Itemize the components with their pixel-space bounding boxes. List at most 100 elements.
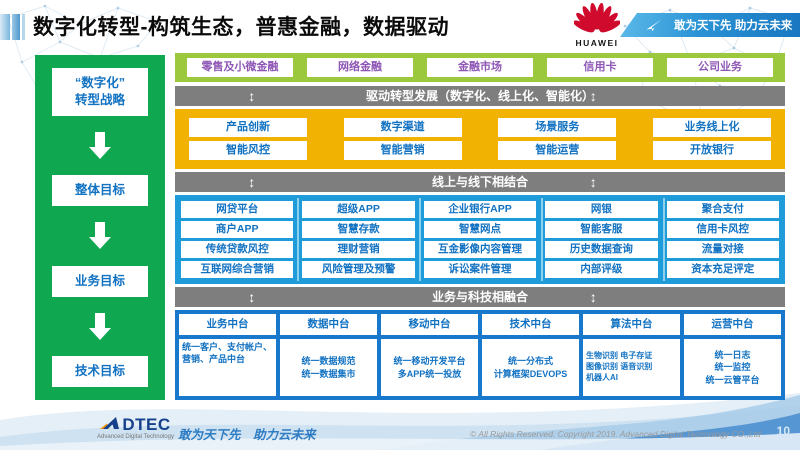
capability-item: 产品创新 (189, 117, 307, 137)
banner-slogan: 敢为天下先 助力云未来 (674, 20, 793, 32)
middle-platform-body: 统一数据规范 统一数据集市 (280, 339, 377, 396)
online-offline-label: 线上与线下相结合 (431, 175, 528, 189)
platform-item: 历史数据查询 (545, 241, 658, 258)
online-offline-bar: ↕ 线上与线下相结合 ↕ (175, 172, 785, 192)
platform-item: 互联网综合营销 (181, 261, 294, 278)
column-divider (297, 198, 299, 281)
column-divider (663, 198, 665, 281)
middle-platform-title: 算法中台 (583, 314, 680, 335)
capability-item: 智能运营 (498, 141, 617, 161)
middle-platform-column: 数据中台 统一数据规范 统一数据集市 (280, 314, 377, 396)
up-down-arrow-icon: ↕ (248, 289, 256, 305)
platform-row: 网贷平台 超级APP 企业银行APP 网银 聚合支付 (181, 201, 779, 218)
middle-platform-title: 运营中台 (684, 314, 781, 335)
capability-item: 智能营销 (343, 141, 462, 161)
platform-item: 网贷平台 (181, 201, 294, 218)
platform-item: 智能客服 (545, 221, 658, 238)
capability-row: 产品创新 数字渠道 场景服务 业务线上化 (189, 117, 771, 137)
business-tech-label: 业务与科技相融合 (431, 290, 528, 304)
platform-item: 超级APP (302, 201, 415, 218)
business-line-item: 公司业务 (667, 58, 773, 77)
platform-item: 聚合支付 (666, 201, 779, 218)
title-accent-bar (0, 14, 10, 40)
sidebar-item-technology-goal: 技术目标 (52, 356, 148, 387)
paper-plane-icon (646, 19, 662, 31)
adtec-logo-mark-icon (100, 417, 120, 429)
platform-item: 流量对接 (666, 241, 779, 258)
business-line-item: 金融市场 (427, 58, 533, 77)
capability-row: 智能风控 智能营销 智能运营 开放银行 (189, 141, 771, 161)
up-down-arrow-icon: ↕ (248, 88, 256, 104)
platform-item: 企业银行APP (423, 201, 537, 218)
capability-block: 产品创新 数字渠道 场景服务 业务线上化 智能风控 智能营销 智能运营 开放银行 (175, 109, 785, 169)
footer-slogan: 敢为天下先 助力云未来 (178, 428, 316, 442)
huawei-logo: HUAWEI (568, 2, 626, 48)
sidebar-item-strategy: “数字化” 转型战略 (52, 68, 148, 116)
middle-platform-column: 移动中台 统一移动开发平台 多APP统一投放 (381, 314, 478, 396)
capability-item: 智能风控 (189, 141, 307, 161)
middle-platform-column: 运营中台 统一日志 统一监控 统一云管平台 (684, 314, 781, 396)
slogan-banner: 敢为天下先 助力云未来 (620, 13, 800, 37)
middle-platform-column: 业务中台 统一客户、支付帐户、营销、产品中台 (179, 314, 276, 396)
platform-item: 传统贷款风控 (181, 241, 294, 258)
platform-item: 智慧存款 (302, 221, 415, 238)
platform-item: 互金影像内容管理 (423, 241, 537, 258)
middle-platform-title: 技术中台 (482, 314, 579, 335)
platform-item: 智慧网点 (423, 221, 537, 238)
strategy-sidebar: “数字化” 转型战略 整体目标 业务目标 技术目标 (35, 55, 165, 400)
adtec-logo: DTEC Advanced Digital Technology (88, 416, 183, 440)
title-accent-bar (12, 14, 20, 40)
huawei-wordmark: HUAWEI (575, 38, 619, 48)
middle-platform-body: 统一移动开发平台 多APP统一投放 (381, 339, 478, 396)
middle-platform-title: 移动中台 (381, 314, 478, 335)
platform-grid: 网贷平台 超级APP 企业银行APP 网银 聚合支付 商户APP 智慧存款 智慧… (175, 195, 785, 284)
up-down-arrow-icon: ↕ (589, 174, 597, 190)
footer-copyright: © All Rights Reserved. Copyright 2019. A… (470, 429, 761, 439)
platform-item: 理财营销 (302, 241, 415, 258)
title-accent-bar (22, 14, 25, 40)
up-down-arrow-icon: ↕ (589, 88, 597, 104)
platform-item: 风险管理及预警 (302, 261, 415, 278)
middle-platform-title: 数据中台 (280, 314, 377, 335)
platform-item: 资本充足评定 (666, 261, 779, 278)
business-line-row: 零售及小微金融 网络金融 金融市场 信用卡 公司业务 (175, 53, 785, 82)
column-divider (541, 198, 543, 281)
capability-item: 开放银行 (652, 141, 771, 161)
middle-platform-section: 业务中台 统一客户、支付帐户、营销、产品中台 数据中台 统一数据规范 统一数据集… (175, 310, 785, 400)
bottom-wave-decoration (0, 393, 800, 450)
huawei-flower-icon (573, 2, 621, 33)
sidebar-item-business-goal: 业务目标 (52, 265, 148, 297)
sidebar-item-overall-goal: 整体目标 (52, 175, 148, 207)
capability-item: 数字渠道 (343, 117, 462, 137)
adtec-logo-text: DTEC (122, 415, 171, 434)
page-number: 10 (776, 424, 790, 438)
drive-transformation-bar: ↕ 驱动转型发展（数字化、线上化、智能化） ↕ (175, 86, 785, 106)
business-line-item: 网络金融 (307, 58, 413, 77)
business-line-item: 零售及小微金融 (187, 58, 293, 77)
middle-platform-body: 统一日志 统一监控 统一云管平台 (684, 339, 781, 396)
column-divider (419, 198, 421, 281)
page-title: 数字化转型-构筑生态，普惠金融，数据驱动 (33, 16, 449, 39)
platform-item: 商户APP (181, 221, 294, 238)
up-down-arrow-icon: ↕ (248, 174, 256, 190)
adtec-logo-subtext: Advanced Digital Technology (97, 434, 174, 440)
drive-bar-label: 驱动转型发展（数字化、线上化、智能化） (365, 89, 594, 103)
platform-item: 诉讼案件管理 (423, 261, 537, 278)
capability-item: 场景服务 (498, 117, 617, 137)
capability-item: 业务线上化 (652, 117, 771, 137)
platform-row: 互联网综合营销 风险管理及预警 诉讼案件管理 内部评级 资本充足评定 (181, 261, 779, 278)
platform-item: 网银 (545, 201, 658, 218)
middle-platform-column: 算法中台 生物识别 电子存证 图像识别 语音识别 机器人AI (583, 314, 680, 396)
down-arrow-icon (89, 312, 111, 340)
middle-platform-body: 统一客户、支付帐户、营销、产品中台 (179, 339, 276, 396)
middle-platform-column: 技术中台 统一分布式 计算框架DEVOPS (482, 314, 579, 396)
middle-platform-title: 业务中台 (179, 314, 276, 335)
main-diagram: 零售及小微金融 网络金融 金融市场 信用卡 公司业务 ↕ 驱动转型发展（数字化、… (175, 53, 785, 400)
business-tech-bar: ↕ 业务与科技相融合 ↕ (175, 287, 785, 307)
platform-row: 商户APP 智慧存款 智慧网点 智能客服 信用卡风控 (181, 221, 779, 238)
platform-row: 传统贷款风控 理财营销 互金影像内容管理 历史数据查询 流量对接 (181, 241, 779, 258)
platform-item: 信用卡风控 (666, 221, 779, 238)
middle-platform-body: 统一分布式 计算框架DEVOPS (482, 339, 579, 396)
business-line-item: 信用卡 (547, 58, 653, 77)
